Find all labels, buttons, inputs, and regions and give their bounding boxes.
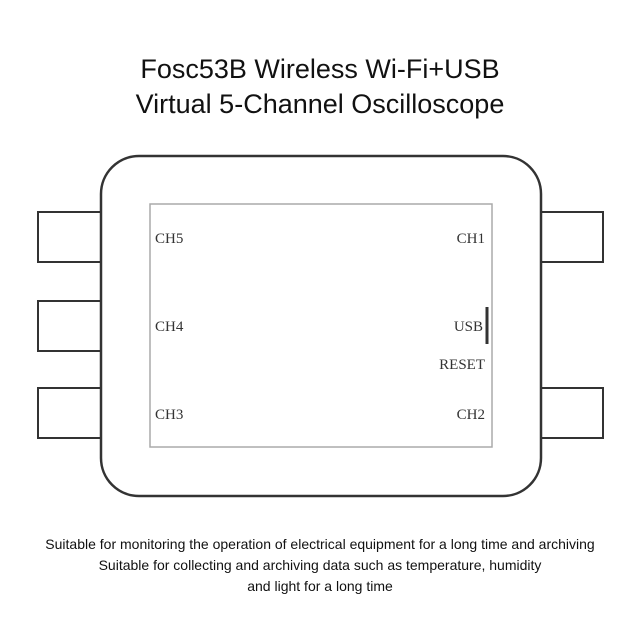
diagram-title-line-2: Virtual 5-Channel Oscilloscope [135, 89, 505, 119]
connector-right-bottom [539, 387, 604, 439]
label-usb: USB [454, 319, 483, 335]
label-reset: RESET [439, 357, 485, 373]
description-line-2: Suitable for collecting and archiving da… [98, 557, 542, 573]
description-line-3: and light for a long time [247, 578, 393, 594]
device-panel [149, 203, 493, 448]
label-ch4: CH4 [155, 319, 184, 335]
label-ch1: CH1 [457, 231, 485, 247]
description-line-1: Suitable for monitoring the operation of… [45, 536, 595, 552]
label-ch5: CH5 [155, 231, 183, 247]
label-ch2: CH2 [457, 407, 485, 423]
diagram-title-line-1: Fosc53B Wireless Wi-Fi+USB [140, 54, 500, 84]
connector-left-middle [37, 300, 102, 352]
connector-left-bottom [37, 387, 102, 439]
label-ch3: CH3 [155, 407, 183, 423]
connector-right-top [539, 211, 604, 263]
connector-left-top [37, 211, 102, 263]
